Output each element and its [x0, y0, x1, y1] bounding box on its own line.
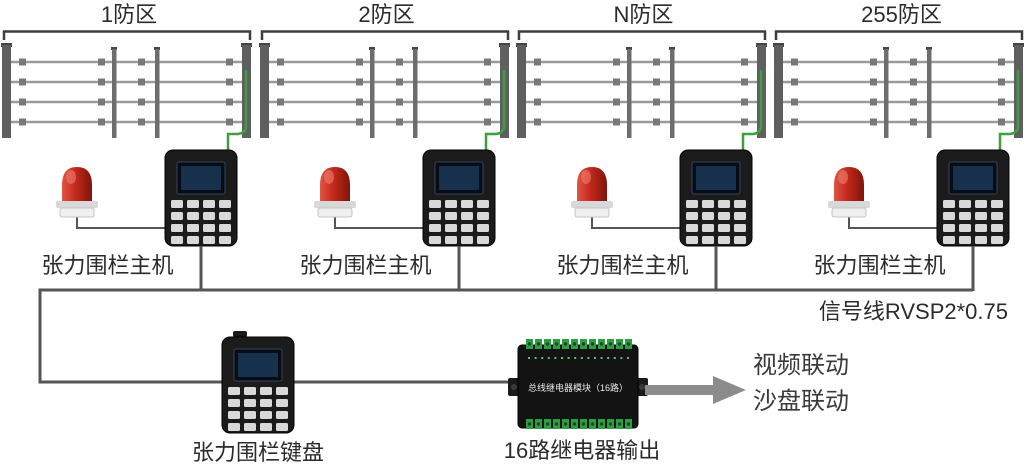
- linkage-text-video: 视频联动: [753, 352, 849, 379]
- linkage-text-sandbox: 沙盘联动: [753, 388, 849, 415]
- relay-output-label: 16路继电器输出: [503, 438, 661, 463]
- zone-label-1: 1防区: [100, 2, 158, 27]
- relay-top-terminals: [526, 339, 634, 349]
- host-label-1: 张力围栏主机: [41, 253, 174, 278]
- host-label-255: 张力围栏主机: [813, 253, 946, 278]
- relay-module: 总线继电器模块（16路）: [508, 339, 648, 429]
- fence-keyboard-device: [222, 337, 294, 433]
- signal-line-label: 信号线RVSP2*0.75: [818, 299, 1008, 324]
- keyboard-label: 张力围栏键盘: [191, 440, 324, 465]
- zone-label-255: 255防区: [861, 2, 942, 27]
- signal-bus-line: [38, 288, 973, 384]
- relay-bottom-terminals: [526, 419, 634, 429]
- keyboard-top-nub: [233, 331, 247, 337]
- host-label-n: 张力围栏主机: [556, 253, 689, 278]
- zone-label-2: 2防区: [358, 2, 415, 27]
- zone-label-n: N防区: [613, 2, 674, 27]
- output-arrow-icon: [645, 376, 746, 404]
- relay-module-print: 总线继电器模块（16路）: [528, 382, 628, 393]
- host-label-2: 张力围栏主机: [299, 253, 432, 278]
